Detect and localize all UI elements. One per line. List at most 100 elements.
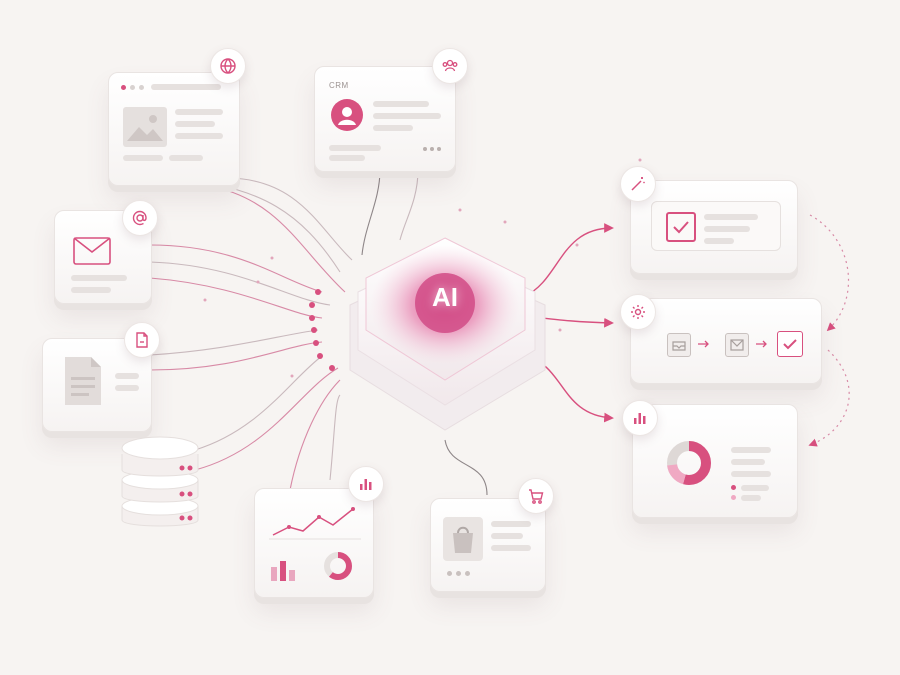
content-line <box>123 155 163 161</box>
more-dots-icon <box>423 147 441 151</box>
line-database-1 <box>194 355 323 451</box>
hub-core <box>415 273 475 333</box>
content-line <box>71 275 127 281</box>
report-bar-chart-icon <box>622 400 658 436</box>
workflow-step-done-icon <box>777 331 803 357</box>
sparkle-dot <box>575 243 579 247</box>
content-line <box>373 113 441 119</box>
line-email-3 <box>149 277 323 319</box>
report-card <box>632 404 798 518</box>
crm-label: CRM <box>329 81 349 90</box>
users-icon <box>432 48 468 84</box>
workflow-step-inbox-icon <box>667 333 691 357</box>
content-line <box>175 109 223 115</box>
legend-swatch <box>731 485 736 490</box>
content-line <box>491 545 531 551</box>
website-card <box>108 72 240 186</box>
line-chart-graphic <box>269 503 361 548</box>
connector-dot <box>313 340 319 346</box>
content-line <box>71 287 111 293</box>
shopping-bag-icon <box>443 517 483 561</box>
connector-dot <box>309 315 315 321</box>
address-bar <box>151 84 221 90</box>
content-line <box>175 133 223 139</box>
connector-dot <box>311 327 317 333</box>
content-line <box>373 101 429 107</box>
at-sign-icon <box>122 200 158 236</box>
magic-wand-icon <box>620 166 656 202</box>
arrow-to-task <box>524 223 614 297</box>
sparkle-dot <box>638 158 642 162</box>
content-line <box>491 521 531 527</box>
connector-dot <box>317 353 323 359</box>
sparkle-dot <box>458 208 462 212</box>
ai-hub-label: AI <box>432 282 458 312</box>
sparkle-dot <box>503 220 507 224</box>
sparkle-dot <box>270 256 274 260</box>
content-line <box>731 447 771 453</box>
globe-icon <box>210 48 246 84</box>
shopping-cart-icon <box>518 478 554 514</box>
donut-chart-graphic <box>665 439 713 492</box>
line-website-1 <box>189 179 341 273</box>
sparkle-dot <box>256 280 260 284</box>
content-line <box>491 533 523 539</box>
content-line <box>329 145 381 151</box>
line-document-1 <box>149 329 319 356</box>
sparkle-dots <box>203 158 642 378</box>
line-document-2 <box>149 341 323 371</box>
workflow-step-mail-icon <box>725 333 749 357</box>
gear-icon <box>620 294 656 330</box>
ai-hub <box>349 237 546 431</box>
document-icon <box>63 355 103 412</box>
content-line <box>704 238 734 244</box>
line-database-2 <box>194 367 339 471</box>
mini-donut-graphic <box>323 551 353 586</box>
database-cylinder <box>121 436 199 527</box>
image-placeholder-icon <box>123 107 167 147</box>
content-line <box>169 155 203 161</box>
line-crm-2 <box>399 169 419 241</box>
file-icon <box>124 322 160 358</box>
crm-card: CRM <box>314 66 456 172</box>
content-line <box>329 155 365 161</box>
task-inner-panel <box>651 201 781 251</box>
line-website-2 <box>209 185 346 293</box>
checkbox-checked-icon <box>666 212 696 242</box>
task-card <box>630 180 798 274</box>
rating-dots <box>447 571 470 576</box>
content-line <box>741 485 769 491</box>
content-line <box>373 125 413 131</box>
flow-arrow-icon <box>697 337 711 356</box>
connector-dot <box>329 365 335 371</box>
sparkle-dot <box>203 298 207 302</box>
sparkle-dot <box>558 328 562 332</box>
user-avatar-icon <box>331 99 363 131</box>
database-stack <box>120 432 200 532</box>
line-crm-1 <box>361 169 381 256</box>
content-line <box>115 373 139 379</box>
content-line <box>175 121 215 127</box>
feedback-arc-lower <box>808 349 850 447</box>
connector-dot <box>315 289 321 295</box>
sparkle-dot <box>290 374 294 378</box>
feedback-arcs <box>808 214 850 447</box>
content-line <box>731 471 771 477</box>
line-ecommerce-1 <box>444 439 488 496</box>
analytics-card <box>254 488 374 598</box>
browser-dots <box>121 85 144 90</box>
connector-dot <box>309 302 315 308</box>
input-connection-lines <box>149 169 488 496</box>
workflow-card <box>630 298 822 384</box>
line-email-2 <box>149 261 331 306</box>
flow-arrow-icon <box>755 337 769 356</box>
line-analytics-1 <box>289 379 341 491</box>
legend-swatch <box>731 495 736 500</box>
mini-bar-chart-graphic <box>271 557 301 586</box>
content-line <box>115 385 139 391</box>
line-email-1 <box>149 244 323 293</box>
envelope-icon <box>73 237 111 270</box>
line-analytics-2 <box>329 394 341 481</box>
bar-chart-icon <box>348 466 384 502</box>
